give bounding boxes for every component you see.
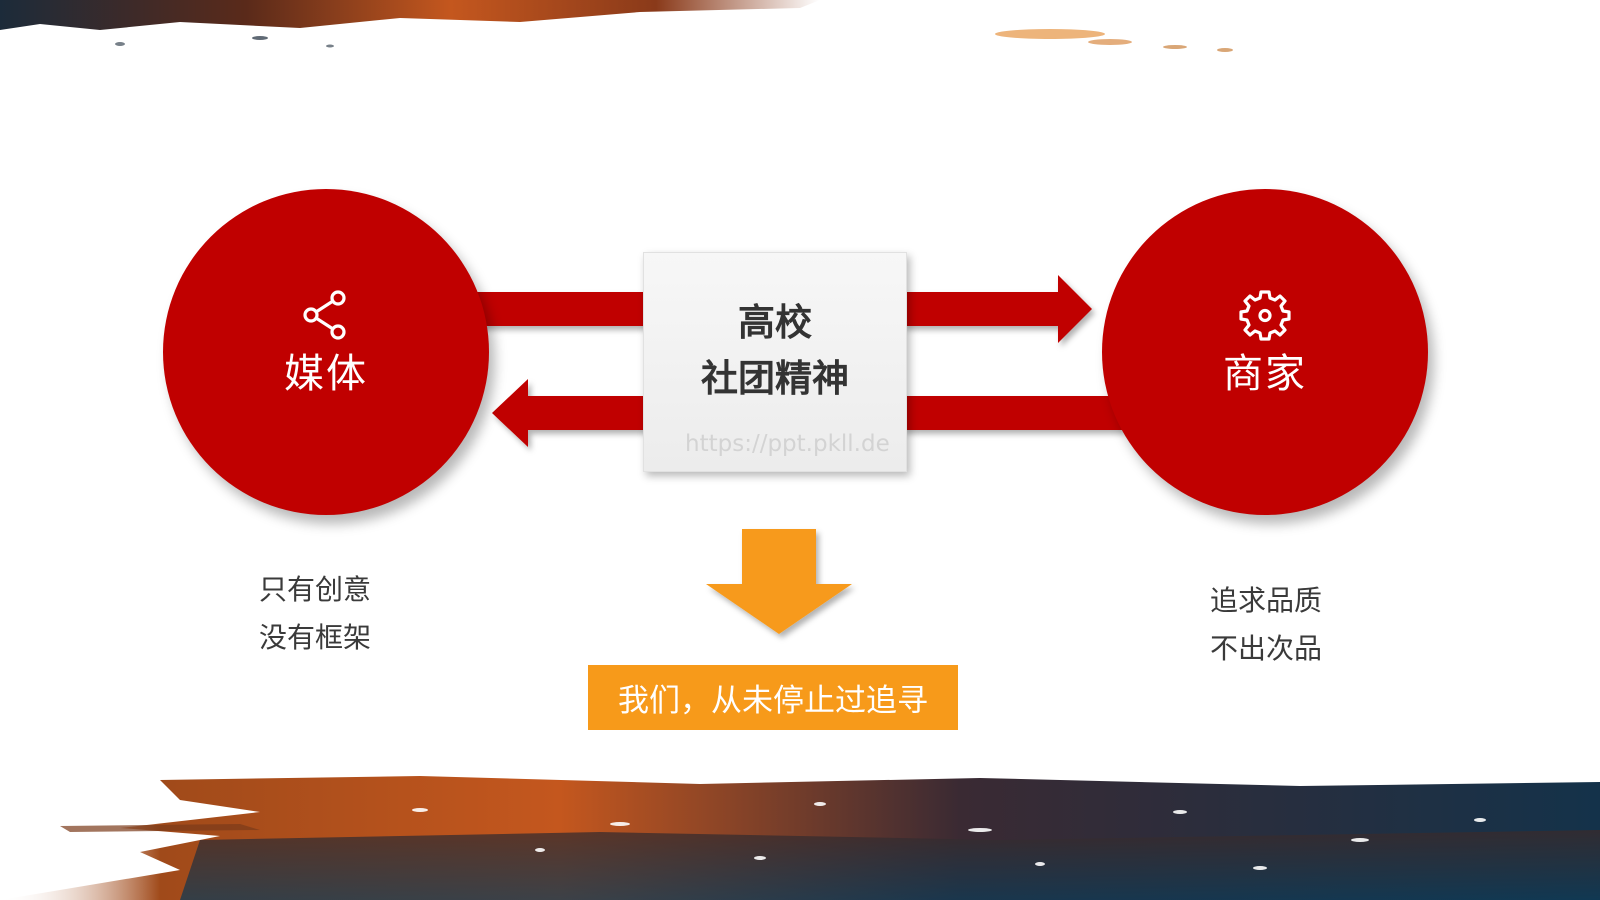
node-media-label: 媒体 (284, 351, 368, 397)
gear-icon (1239, 290, 1291, 341)
center-title-line2: 社团精神 (701, 357, 849, 400)
down-arrow (706, 529, 852, 634)
share-icon (303, 290, 346, 340)
node-merchant-label: 商家 (1223, 351, 1307, 397)
ink-splash-bottom (0, 776, 1600, 900)
caption-merchant-line1: 追求品质 (1209, 584, 1322, 617)
caption-media-line1: 只有创意 (258, 573, 371, 606)
center-concept-box: 高校 社团精神 (643, 252, 907, 472)
arrow-to-left-node (492, 379, 645, 447)
bar-right-bottom (903, 396, 1123, 430)
bar-left-top (470, 292, 645, 326)
caption-media: 只有创意 没有框架 (225, 566, 405, 662)
caption-merchant: 追求品质 不出次品 (1176, 577, 1356, 673)
node-merchant: 商家 (1102, 189, 1428, 515)
arrow-to-right-node (903, 275, 1092, 343)
ink-splash-top (0, 0, 1233, 52)
caption-media-line2: 没有框架 (258, 621, 371, 654)
node-media: 媒体 (163, 189, 489, 515)
caption-merchant-line2: 不出次品 (1209, 632, 1322, 665)
slogan-banner: 我们，从未停止过追寻 (588, 665, 958, 730)
center-title-line1: 高校 (738, 301, 812, 344)
watermark-url: https://ppt.pkll.de (685, 431, 890, 457)
